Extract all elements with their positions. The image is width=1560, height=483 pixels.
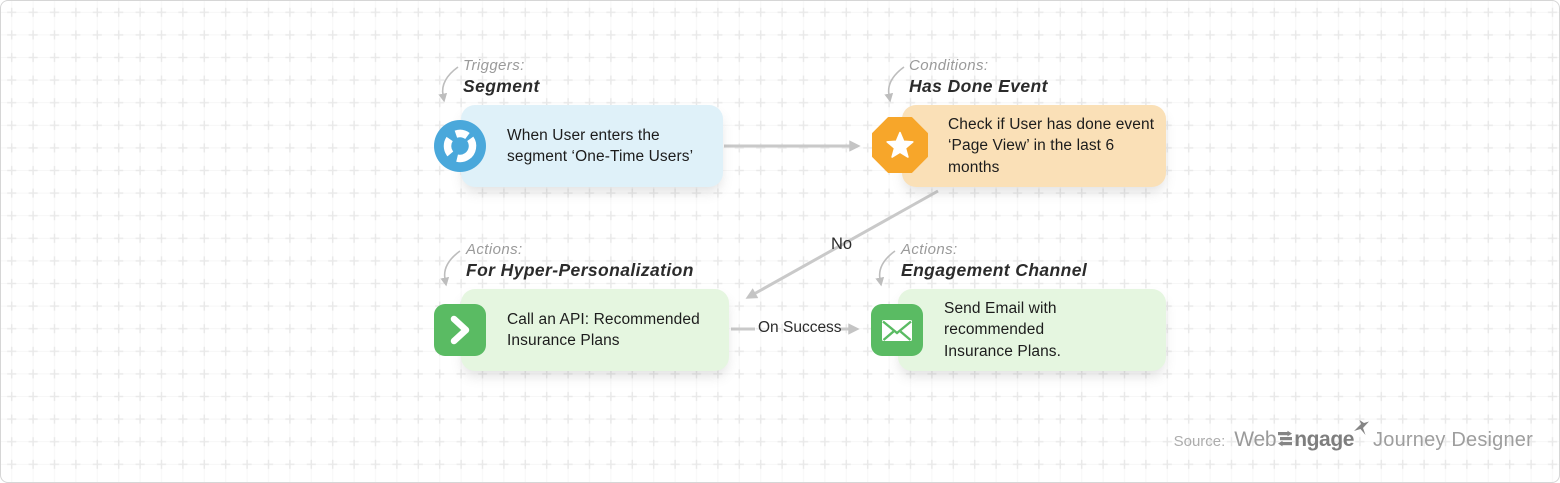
star-octagon-icon <box>872 117 928 173</box>
node-condition-has-done-event[interactable]: Check if User has done event ‘Page View’… <box>872 105 1166 187</box>
source-label: Source: <box>1173 433 1226 450</box>
annotation-actions-email: Actions: Engagement Channel <box>901 241 1087 281</box>
annotation-type: For Hyper-Personalization <box>466 260 694 280</box>
node-text: When User enters the segment ‘One-Time U… <box>507 126 694 166</box>
webengage-e-icon <box>1278 430 1293 447</box>
annotation-actions-api: Actions: For Hyper-Personalization <box>466 241 694 281</box>
annotation-category: Conditions: <box>909 57 989 74</box>
webengage-logo-ngage: ngage <box>1294 428 1355 451</box>
connector-label-on-success: On Success <box>758 319 842 336</box>
email-icon <box>871 304 923 356</box>
node-action-call-api[interactable]: Call an API: Recommended Insurance Plans <box>434 289 729 371</box>
api-chevron-icon <box>434 304 486 356</box>
annotation-arrow-conditions <box>884 66 905 103</box>
annotation-category: Actions: <box>466 241 523 258</box>
annotation-arrow-actions-api <box>440 250 461 287</box>
annotation-category: Actions: <box>901 241 958 258</box>
annotation-arrow-triggers <box>438 66 459 103</box>
annotation-conditions: Conditions: Has Done Event <box>909 57 1048 97</box>
source-credit: Source: Web ngage Journey Designer <box>1173 420 1533 452</box>
annotation-type: Segment <box>463 76 540 96</box>
node-text: Send Email with recommended Insurance Pl… <box>944 299 1062 360</box>
node-trigger-segment[interactable]: When User enters the segment ‘One-Time U… <box>434 105 723 187</box>
connector-label-no: No <box>831 235 853 253</box>
annotation-arrow-actions-email <box>875 250 896 287</box>
segment-donut-icon <box>434 120 486 172</box>
webengage-logo-web: Web <box>1234 428 1277 451</box>
node-text: Check if User has done event ‘Page View’… <box>948 115 1155 176</box>
annotation-category: Triggers: <box>463 57 525 74</box>
webengage-bird-icon <box>1354 420 1370 435</box>
node-text: Call an API: Recommended Insurance Plans <box>507 310 700 350</box>
annotation-type: Engagement Channel <box>901 260 1088 280</box>
arrow-condition-no <box>745 189 939 299</box>
node-action-send-email[interactable]: Send Email with recommended Insurance Pl… <box>871 289 1166 371</box>
product-label: Journey Designer <box>1373 429 1533 451</box>
webengage-logo: Web ngage <box>1234 420 1370 452</box>
annotation-triggers: Triggers: Segment <box>463 57 540 97</box>
annotation-type: Has Done Event <box>909 76 1048 96</box>
